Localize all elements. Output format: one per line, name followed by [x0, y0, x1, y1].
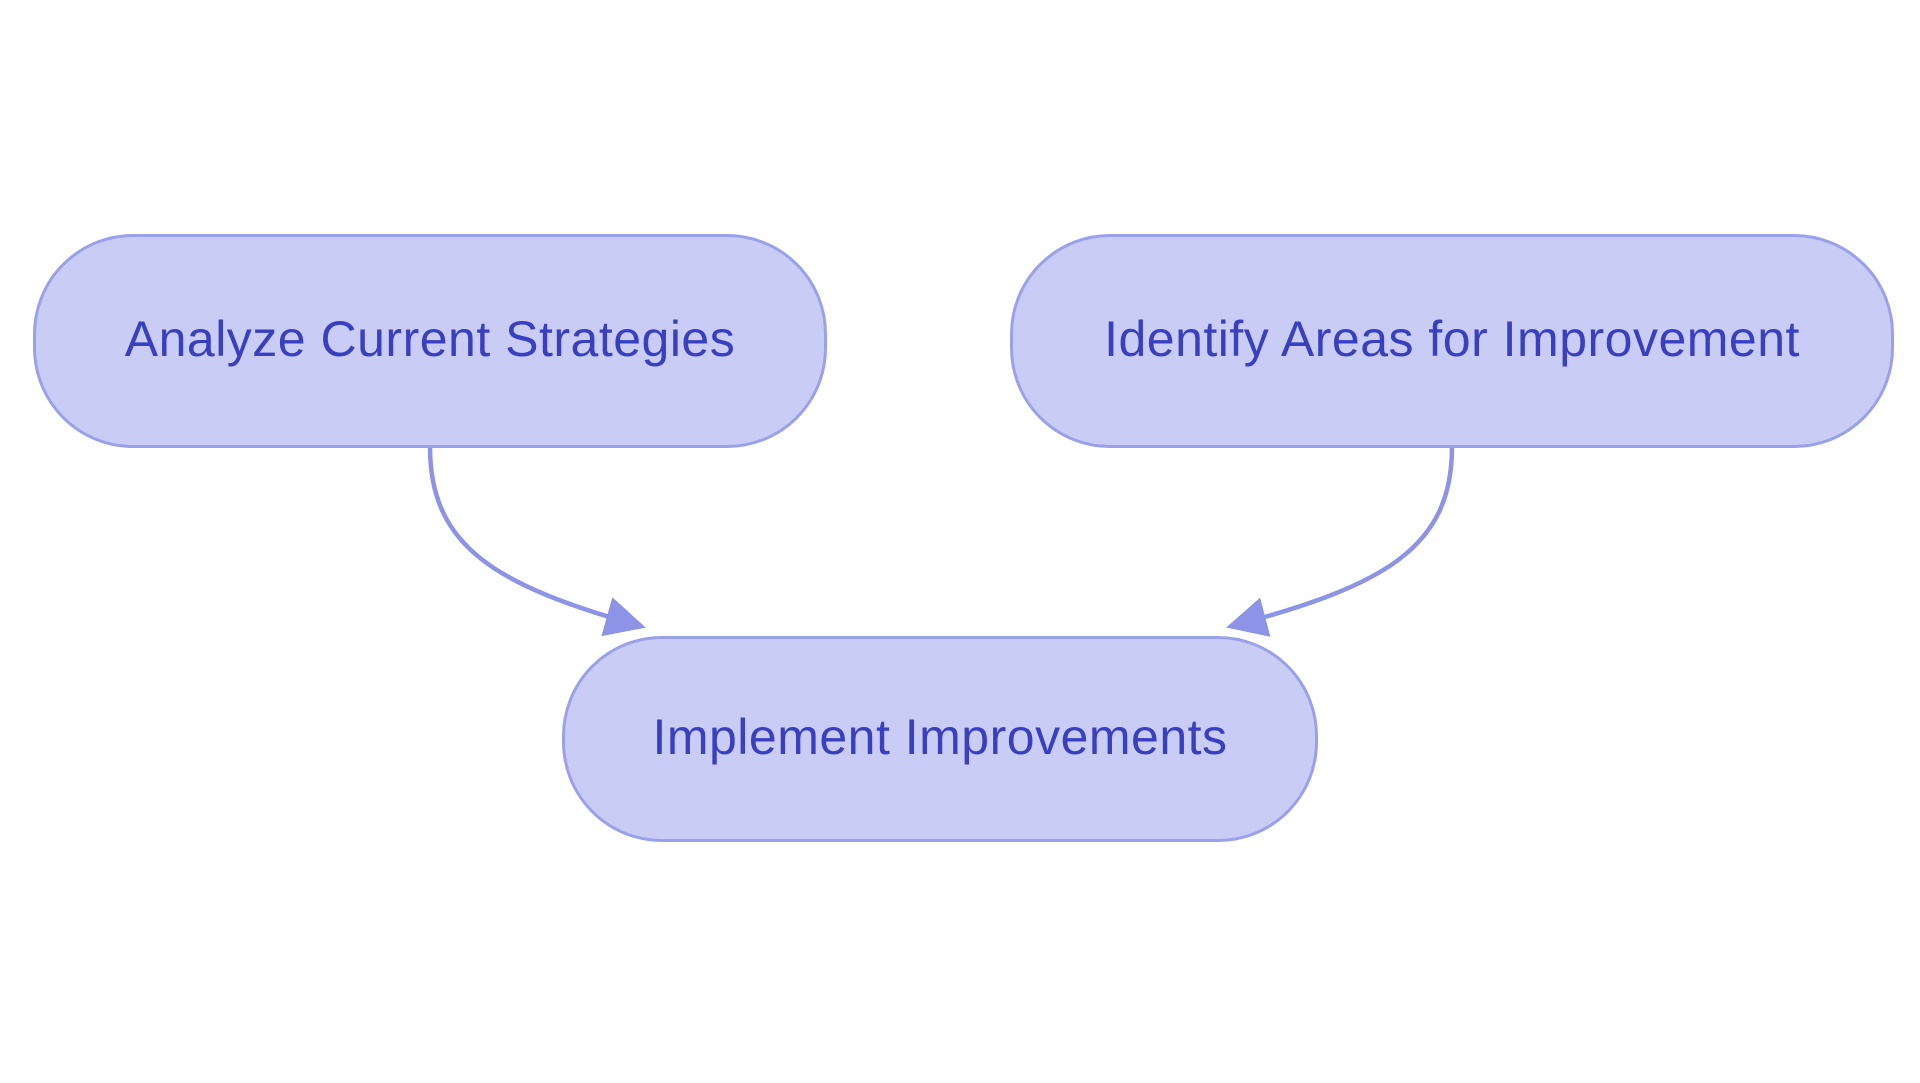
node-identify-label: Identify Areas for Improvement [1104, 311, 1800, 367]
node-implement-label: Implement Improvements [652, 709, 1228, 765]
node-implement-improvements: Implement Improvements [562, 636, 1318, 842]
node-identify-areas-for-improvement: Identify Areas for Improvement [1010, 234, 1894, 448]
node-analyze-current-strategies: Analyze Current Strategies [33, 234, 827, 448]
edge-identify-to-implement [1226, 444, 1455, 637]
node-analyze-label: Analyze Current Strategies [124, 311, 736, 367]
edge-analyze-to-implement [427, 444, 646, 637]
